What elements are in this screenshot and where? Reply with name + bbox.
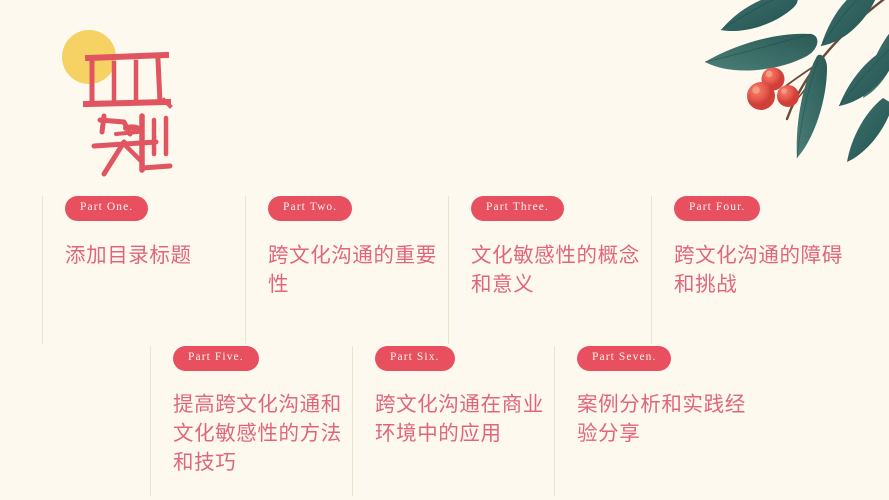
title-glyphs: [82, 51, 173, 177]
botanical-branch-icon: [704, 0, 889, 162]
part-badge-four[interactable]: Part Four.: [674, 196, 761, 221]
contents-item-3[interactable]: Part Three. 文化敏感性的概念和意义: [448, 196, 651, 344]
part-badge-six[interactable]: Part Six.: [375, 346, 455, 371]
part-badge-one[interactable]: Part One.: [65, 196, 149, 221]
contents-item-2[interactable]: Part Two. 跨文化沟通的重要性: [245, 196, 448, 344]
contents-item-7[interactable]: Part Seven. 案例分析和实践经验分享: [554, 346, 756, 496]
contents-row-top: Part One. 添加目录标题 Part Two. 跨文化沟通的重要性 Par…: [42, 196, 854, 344]
entry-title-7: 案例分析和实践经验分享: [577, 393, 746, 445]
entry-title-4: 跨文化沟通的障碍和挑战: [674, 244, 843, 296]
contents-item-5[interactable]: Part Five. 提高跨文化沟通和文化敏感性的方法和技巧: [150, 346, 352, 496]
entry-title-3: 文化敏感性的概念和意义: [471, 244, 640, 296]
page-title: [58, 28, 218, 178]
entry-title-6: 跨文化沟通在商业环境中的应用: [375, 393, 544, 445]
part-badge-seven[interactable]: Part Seven.: [577, 346, 672, 371]
entry-title-2: 跨文化沟通的重要性: [268, 244, 437, 296]
entry-title-1: 添加目录标题: [65, 244, 192, 267]
entry-title-5: 提高跨文化沟通和文化敏感性的方法和技巧: [173, 393, 342, 474]
part-badge-five[interactable]: Part Five.: [173, 346, 259, 371]
contents-item-4[interactable]: Part Four. 跨文化沟通的障碍和挑战: [651, 196, 854, 344]
contents-item-6[interactable]: Part Six. 跨文化沟通在商业环境中的应用: [352, 346, 554, 496]
part-badge-three[interactable]: Part Three.: [471, 196, 564, 221]
part-badge-two[interactable]: Part Two.: [268, 196, 353, 221]
contents-item-1[interactable]: Part One. 添加目录标题: [42, 196, 245, 344]
contents-row-bottom: Part Five. 提高跨文化沟通和文化敏感性的方法和技巧 Part Six.…: [150, 346, 790, 496]
